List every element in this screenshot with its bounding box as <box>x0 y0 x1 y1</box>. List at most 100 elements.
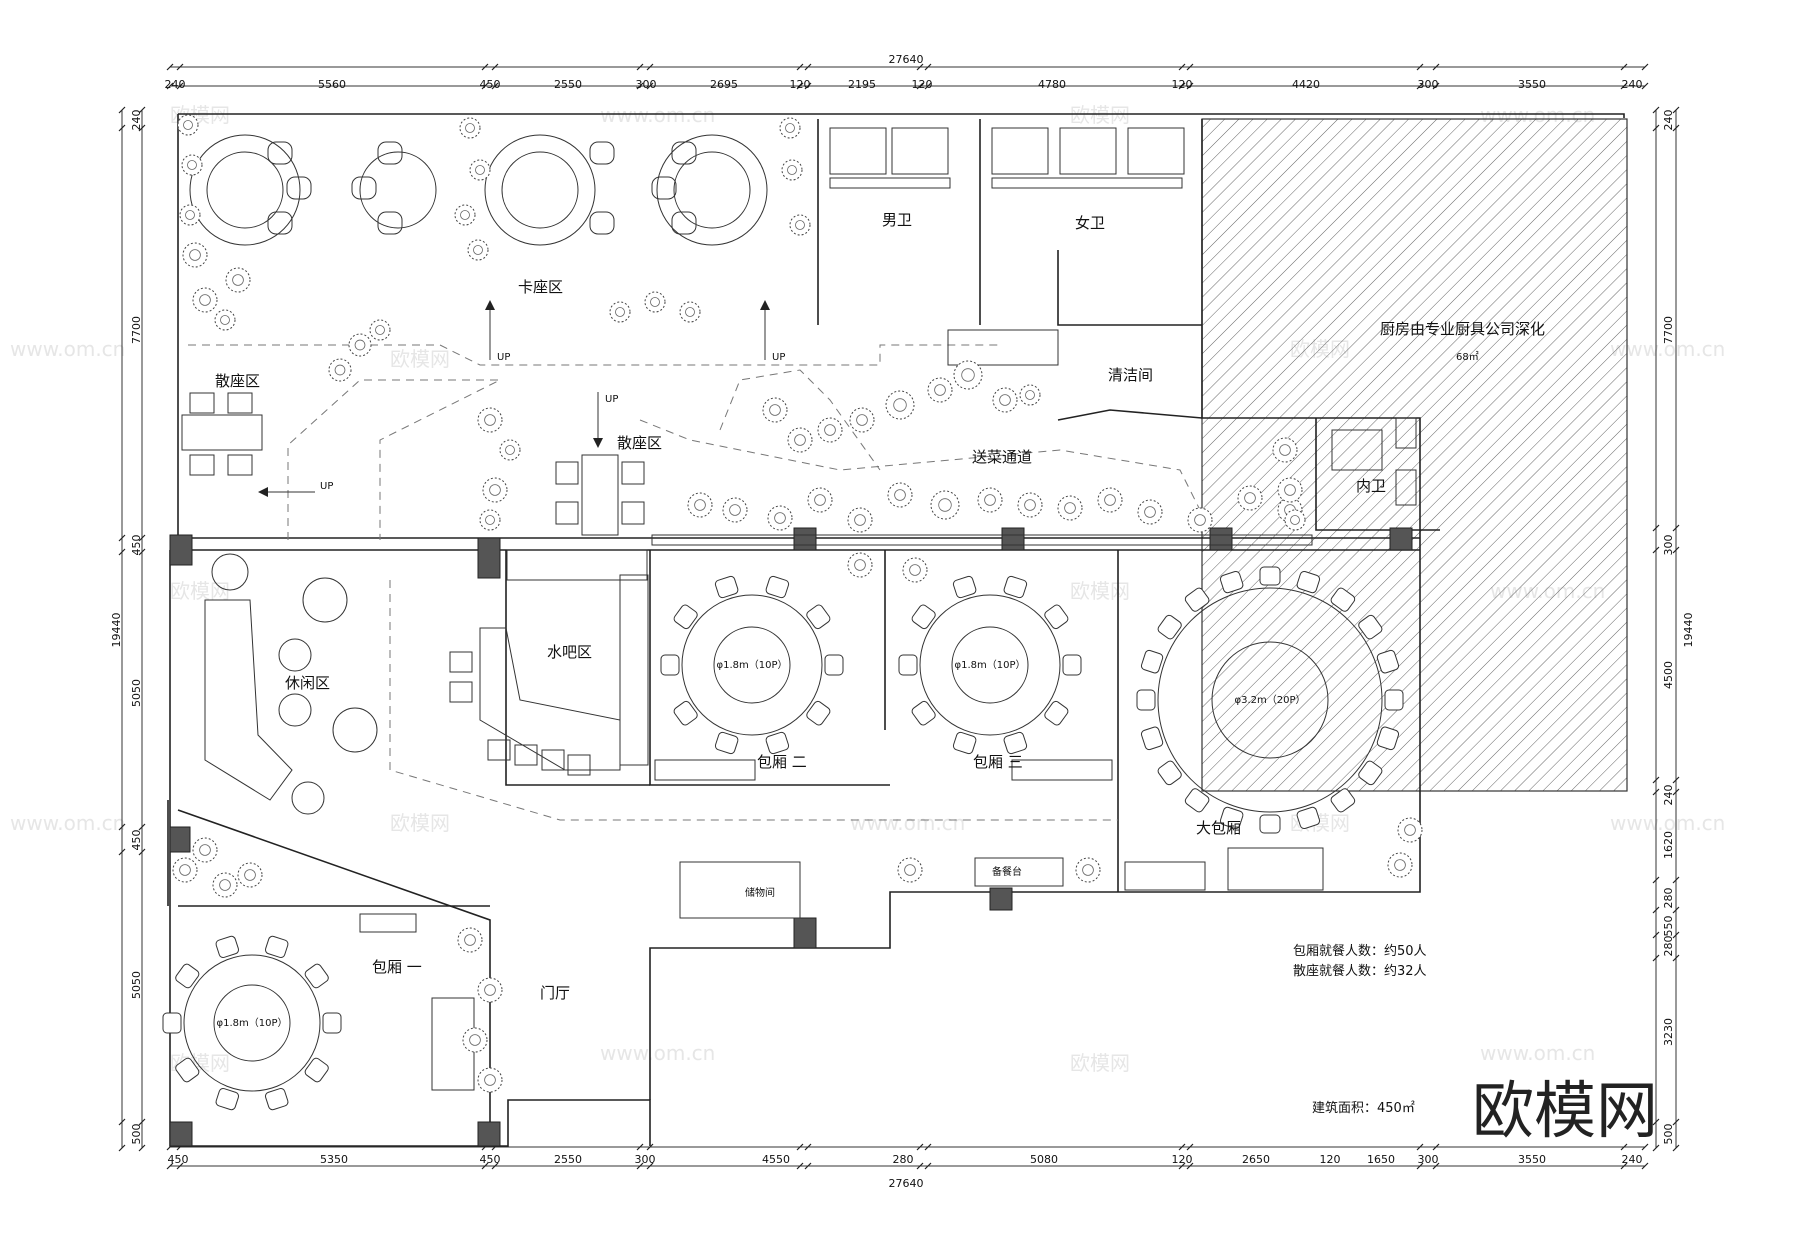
big-private-room <box>1124 587 1383 891</box>
plant-icon <box>499 439 521 461</box>
watermark: www.om.cn <box>600 1041 715 1065</box>
chair <box>1157 614 1182 640</box>
chair <box>1376 726 1400 751</box>
table-size-label: φ3.2m（20P） <box>1235 694 1306 706</box>
plant-icon <box>687 492 713 518</box>
dimension-lines <box>118 63 1680 1170</box>
plant-icon <box>930 490 960 520</box>
booth-zone <box>189 134 768 246</box>
chair <box>264 935 289 959</box>
chair <box>304 1057 329 1083</box>
dim-bottom: 300 <box>635 1153 656 1166</box>
chair <box>1003 575 1028 599</box>
plant-icon <box>237 862 263 888</box>
label-inner-wc: 内卫 <box>1356 477 1386 495</box>
plant-icon <box>172 857 198 883</box>
dim-left: 7700 <box>130 316 143 344</box>
plant-icon <box>181 154 203 176</box>
chair <box>911 700 936 726</box>
chair <box>215 1087 240 1111</box>
chair <box>673 700 698 726</box>
dim-left: 5050 <box>130 679 143 707</box>
dim-right: 240 <box>1662 110 1675 131</box>
private-room-3 <box>919 594 1113 781</box>
dimension-texts: 27640 240 5560 450 2550 300 2695 120 219… <box>110 53 1695 1190</box>
dim-total-top: 27640 <box>889 53 924 66</box>
up-label: UP <box>772 352 785 363</box>
label-private-3: 包厢 三 <box>973 753 1023 771</box>
watermark: www.om.cn <box>10 337 125 361</box>
dim-right: 500 <box>1662 1124 1675 1145</box>
plant-icon <box>722 497 748 523</box>
chair <box>1140 649 1164 674</box>
dim-top: 4420 <box>1292 78 1320 91</box>
chair-layer <box>162 566 1404 1111</box>
chair <box>1062 654 1082 676</box>
dim-right: 280 <box>1662 888 1675 909</box>
label-private-2: 包厢 二 <box>757 753 807 771</box>
dim-left: 5050 <box>130 971 143 999</box>
label-water-bar: 水吧区 <box>547 643 592 661</box>
chair <box>1157 760 1182 786</box>
plant-icon <box>225 267 251 293</box>
watermark: www.om.cn <box>10 811 125 835</box>
chair <box>952 731 977 755</box>
plant-icon <box>467 239 489 261</box>
dim-top: 300 <box>636 78 657 91</box>
service-counter <box>651 534 1313 546</box>
plant-icon <box>767 505 793 531</box>
plant-icon <box>477 1067 503 1093</box>
dim-right: 4500 <box>1662 661 1675 689</box>
chair <box>1219 806 1244 830</box>
plant-icon <box>328 358 352 382</box>
plant-icon <box>1187 507 1213 533</box>
plant-icon <box>644 291 666 313</box>
plant-icon <box>1237 485 1263 511</box>
plant-icon <box>182 242 208 268</box>
plant-icon <box>789 214 811 236</box>
chair <box>765 575 790 599</box>
dim-right: 1620 <box>1662 831 1675 859</box>
chair <box>952 575 977 599</box>
plant-icon <box>192 287 218 313</box>
dim-right: 7700 <box>1662 316 1675 344</box>
dim-top: 2695 <box>710 78 738 91</box>
label-kitchen-area: 68㎡ <box>1456 351 1479 363</box>
dim-left: 450 <box>130 830 143 851</box>
plant-icon <box>1075 857 1101 883</box>
plant-icon <box>977 487 1003 513</box>
label-loose-seat-2: 散座区 <box>617 434 662 452</box>
loose-seating-center <box>555 454 645 536</box>
lounge-zone <box>204 553 378 815</box>
dim-bottom: 5350 <box>320 1153 348 1166</box>
dim-bottom: 300 <box>1418 1153 1439 1166</box>
plant-icon <box>1097 487 1123 513</box>
dim-bottom: 2650 <box>1242 1153 1270 1166</box>
label-lobby: 门厅 <box>540 984 570 1002</box>
plant-icon <box>679 301 701 323</box>
dim-left: 450 <box>130 535 143 556</box>
arrow-up-icon <box>760 300 770 310</box>
dim-left: 240 <box>130 110 143 131</box>
plant-icon <box>482 477 508 503</box>
notes: 包厢就餐人数：约50人 散座就餐人数：约32人 建筑面积：450㎡ <box>1293 943 1427 1116</box>
label-serving-station: 备餐台 <box>992 865 1022 878</box>
dim-bottom: 280 <box>893 1153 914 1166</box>
dim-right: 240 <box>1662 785 1675 806</box>
table-size-label: φ1.8m（10P） <box>217 1017 288 1029</box>
chair <box>1376 649 1400 674</box>
restrooms <box>829 127 1417 506</box>
plant-icon <box>847 552 873 578</box>
chair <box>1044 604 1069 630</box>
plant-icon <box>1284 509 1306 531</box>
room-labels: 卡座区 男卫 女卫 清洁间 厨房由专业厨具公司深化 68㎡ 散座区 散座区 送菜… <box>215 211 1545 1002</box>
site-logo: 欧模网 <box>1472 1074 1658 1147</box>
dim-top: 240 <box>165 78 186 91</box>
dim-top: 300 <box>1418 78 1439 91</box>
plant-icon <box>927 377 953 403</box>
plant-icon <box>885 390 915 420</box>
plant-icon <box>177 114 199 136</box>
plant-icon <box>817 417 843 443</box>
storage-zone <box>679 857 1064 919</box>
watermark: 欧模网 <box>1070 1051 1130 1075</box>
